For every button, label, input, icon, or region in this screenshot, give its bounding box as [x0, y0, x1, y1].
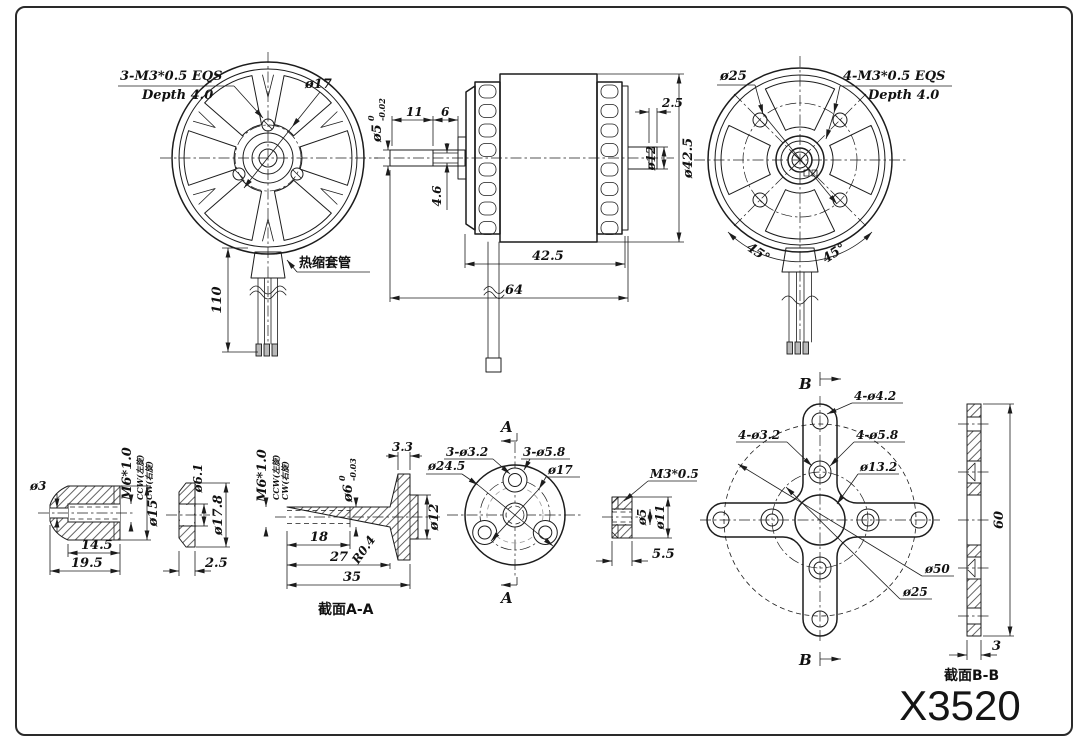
washer-dim2-5: 2.5	[204, 556, 228, 571]
side-view: ø5 0 -0.02 11 6 4.6 2.5 ø12 ø42.5 42.5 6…	[366, 73, 696, 373]
section-bb-view: 60 3 截面B-B	[944, 403, 1014, 684]
adapter-dia6: ø6	[341, 484, 356, 503]
shaft-tol-hi: 0	[366, 115, 376, 121]
dim-64: 64	[505, 283, 523, 298]
m3nut-dia11: ø11	[653, 505, 667, 531]
nut-dia3: ø3	[29, 479, 46, 493]
section-aa-caption: 截面A-A	[318, 601, 374, 618]
model-title: X3520	[899, 682, 1020, 729]
adapter-dim18: 18	[310, 530, 328, 545]
dim-4-6: 4.6	[430, 185, 444, 207]
nut-dia15: ø15	[146, 500, 161, 528]
nut-cw: CW(右旋)	[144, 461, 154, 500]
section-b-mark-top: B	[798, 375, 812, 393]
rear-depth-note: Depth 4.0	[867, 88, 939, 103]
dim-2-5-groove: 2.5	[661, 96, 683, 110]
wire-connector	[802, 341, 809, 355]
bb-dim60: 60	[992, 511, 1007, 529]
xmount-holes3-2: 4-ø3.2	[738, 428, 780, 442]
adapter-dim3-3: 3.3	[392, 440, 413, 454]
front-view: 3-M3*0.5 EQS Depth 4.0 ø17 热缩套管 110	[118, 52, 378, 357]
front-depth-note: Depth 4.0	[141, 88, 213, 103]
xmount-dia13-2: ø13.2	[859, 460, 897, 474]
m3-nut-view: M3*0.5 ø5 ø11 5.5	[596, 467, 699, 566]
section-a-mark-top: A	[499, 418, 513, 436]
x-mount-view: 4-ø4.2 4-ø3.2 4-ø5.8 ø13.2 ø50 ø25 B B	[700, 372, 954, 669]
rear-thread-note: 4-M3*0.5 EQS	[843, 69, 945, 84]
sheet-border	[15, 6, 1073, 736]
adapter-ccw: CCW(左旋)	[271, 454, 281, 500]
nut-ccw: CCW(左旋)	[135, 454, 145, 500]
prop-nut-view: ø3 M6*1.0 CCW(左旋) CW(右旋) ø15 14.5 19.5	[29, 447, 161, 575]
wire-connector	[263, 343, 270, 357]
xmount-dia25: ø25	[902, 585, 928, 599]
wire-connector	[271, 343, 278, 357]
adapter-tol-hi: 0	[337, 475, 347, 481]
nut-dim19-5: 19.5	[71, 556, 103, 571]
shaft-dia: ø5	[370, 124, 385, 143]
adapter-dim27: 27	[329, 550, 348, 565]
flange-dia24-5: ø24.5	[427, 459, 465, 473]
bb-dim3: 3	[992, 639, 1001, 654]
rear-view: 45° 45° ø25 4-M3*0.5 EQS Depth 4.0	[694, 56, 952, 355]
shaft-tol-lo: -0.02	[377, 98, 387, 121]
xmount-dia50: ø50	[924, 562, 950, 576]
adapter-dia12: ø12	[427, 504, 442, 532]
nut-dim14-5: 14.5	[81, 538, 113, 553]
section-a-mark-bottom: A	[499, 589, 513, 607]
adapter-dia6-tol: ø6 0 -0.03	[337, 458, 358, 503]
nut-thread: M6*1.0	[120, 447, 135, 501]
adapter-tol-lo: -0.03	[348, 458, 358, 481]
rear-dia25-label: ø25	[719, 69, 747, 84]
washer-dia17-8: ø17.8	[211, 495, 226, 536]
xmount-holes5-8: 4-ø5.8	[856, 428, 899, 442]
dim-dia12-rear: ø12	[644, 146, 658, 172]
dim-42-5: 42.5	[532, 249, 564, 264]
m3nut-thread: M3*0.5	[649, 467, 699, 481]
section-b-mark-bottom: B	[798, 651, 812, 669]
flange-dia17: ø17	[547, 463, 573, 477]
washer-dia6-1: ø6.1	[191, 464, 205, 494]
fin-slots	[478, 84, 619, 235]
xmount-holes4-2: 4-ø4.2	[854, 389, 896, 403]
m3nut-dim5-5: 5.5	[652, 547, 675, 562]
wire-connector	[255, 343, 262, 357]
section-bb-caption: 截面B-B	[944, 667, 999, 684]
flange-holes-small: 3-ø3.2	[446, 445, 488, 459]
wire-connector	[794, 341, 801, 355]
dim-6: 6	[441, 105, 450, 119]
sleeve-label: 热缩套管	[299, 255, 351, 271]
washer-view: ø6.1 ø17.8 2.5	[163, 464, 230, 576]
front-dia17-label: ø17	[304, 77, 332, 92]
wire-connector	[786, 341, 793, 355]
dim-11: 11	[406, 105, 423, 119]
flange-view: 3-ø3.2 3-ø5.8 ø24.5 ø17 A A	[426, 418, 583, 607]
adapter-thread: M6*1.0	[255, 449, 270, 503]
flange-holes-big: 3-ø5.8	[523, 445, 566, 459]
dim-dia42-5: ø42.5	[681, 138, 696, 179]
shaft-dia-tol: ø5 0 -0.02	[366, 98, 387, 143]
m3nut-dia5: ø5	[635, 509, 649, 526]
wire-length-dim: 110	[210, 286, 225, 313]
adapter-cw: CW(右旋)	[280, 461, 290, 500]
adapter-dim35: 35	[343, 570, 361, 585]
front-thread-note: 3-M3*0.5 EQS	[120, 69, 222, 84]
